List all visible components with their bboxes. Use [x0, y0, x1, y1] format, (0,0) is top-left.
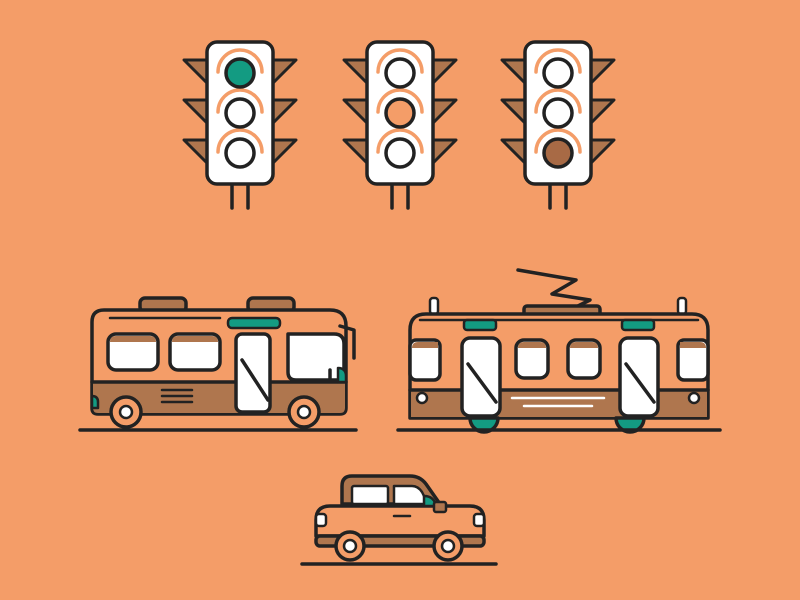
traffic-light-green-icon — [182, 40, 298, 210]
traffic-light-amber-icon — [342, 40, 458, 210]
traffic-light-red-icon — [500, 40, 616, 210]
car-icon — [300, 474, 498, 566]
tram-icon — [396, 268, 722, 434]
bus-icon — [78, 296, 358, 432]
